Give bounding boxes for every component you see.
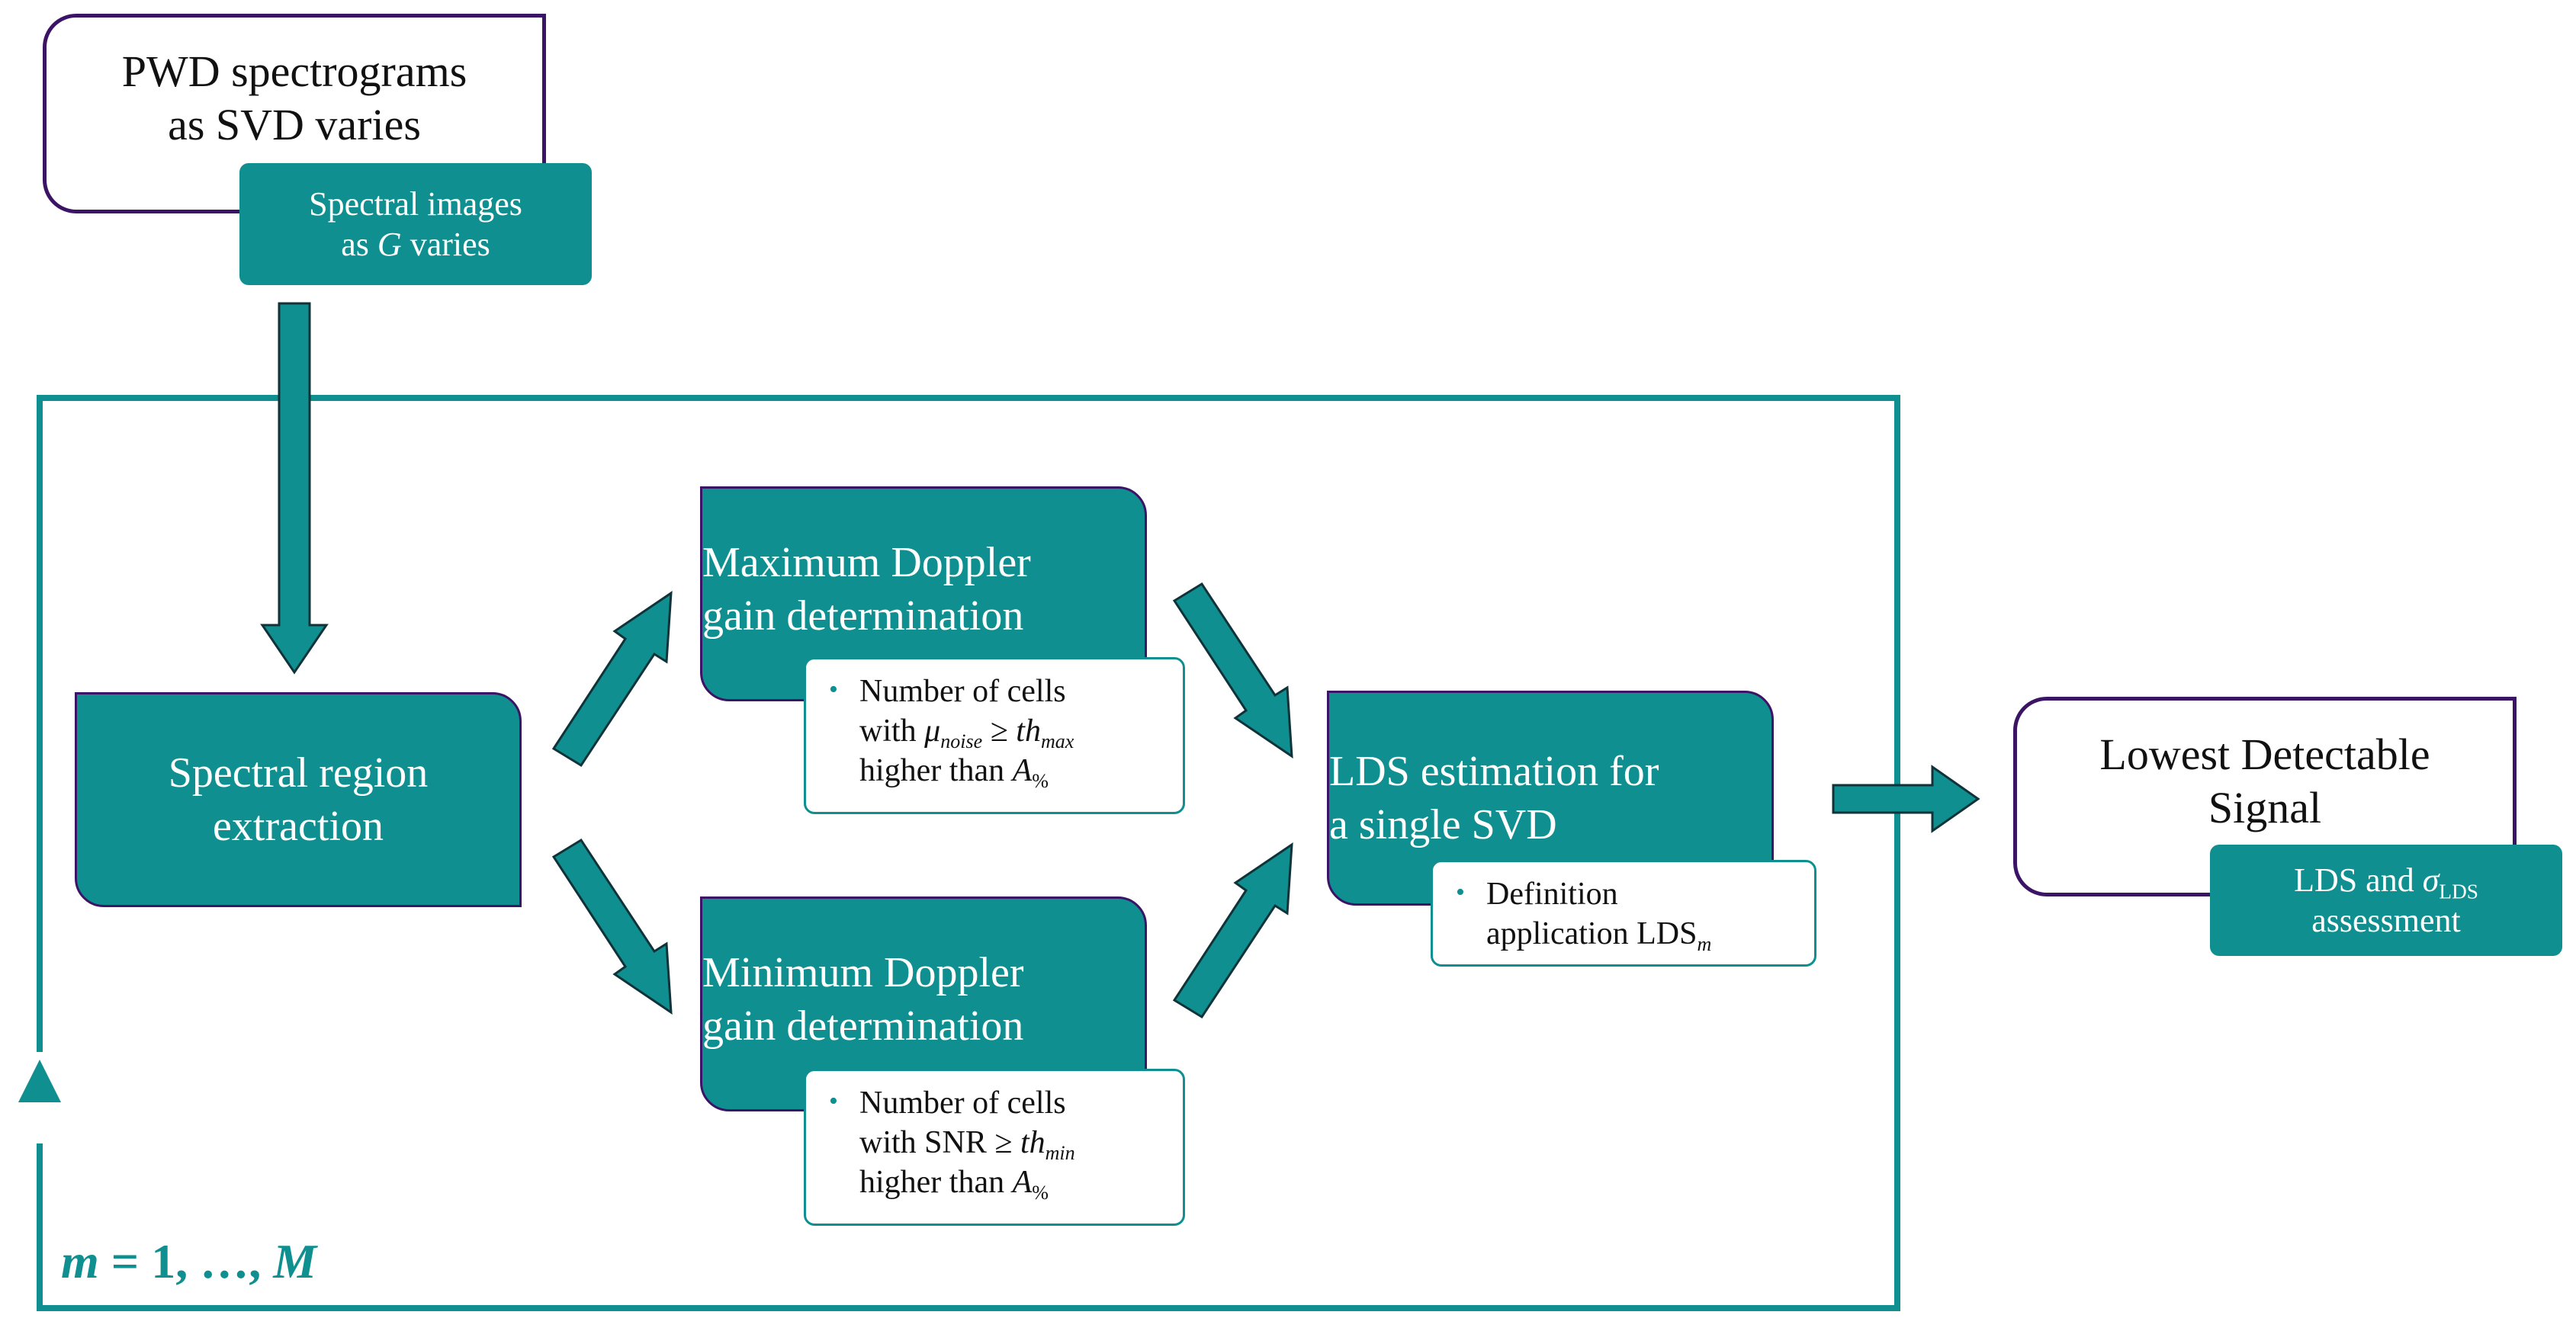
extraction-line2: extraction (213, 803, 384, 850)
arrow-input-to-extraction (260, 302, 329, 675)
max-gain-line2: gain determination (702, 592, 1024, 640)
output-tag-line2: assessment (2311, 902, 2461, 939)
max-gain-note: • Number of cells with μnoise ≥ thmax hi… (804, 657, 1185, 814)
max-gain-note-line3: higher than A% (859, 753, 1049, 793)
arrow-lds-to-output (1832, 765, 1980, 833)
max-gain-line1: Maximum Doppler (702, 539, 1031, 586)
input-title-line1: PWD spectrograms (121, 47, 467, 96)
min-gain-line1: Minimum Doppler (702, 949, 1024, 996)
max-gain-bullet: • (829, 675, 838, 704)
output-tag-line1: LDS and σLDS (2294, 861, 2478, 903)
lds-estimation-note: • Definition application LDSm (1431, 860, 1816, 967)
min-gain-note-line3: higher than A% (859, 1165, 1049, 1204)
input-title-line2: as SVD varies (168, 100, 421, 149)
max-gain-note-line1: Number of cells (859, 674, 1066, 709)
min-gain-note-line2: with SNR ≥ thmin (859, 1125, 1075, 1165)
lds-est-line1: LDS estimation for (1329, 748, 1659, 795)
lds-est-line2: a single SVD (1329, 801, 1557, 848)
extraction-line1: Spectral region (168, 749, 429, 797)
max-gain-note-line2: with μnoise ≥ thmax (859, 714, 1074, 753)
input-tag-line2: as G varies (341, 226, 490, 263)
min-gain-note: • Number of cells with SNR ≥ thmin highe… (804, 1069, 1185, 1226)
input-tag-line1: Spectral images (309, 185, 522, 223)
loop-frame (37, 395, 1900, 1311)
arrow-max-gain-to-lds (1172, 582, 1293, 759)
arrow-min-gain-to-lds (1172, 842, 1293, 1019)
lds-est-bullet: • (1456, 878, 1465, 906)
arrow-extraction-to-max-gain (551, 591, 673, 768)
loop-return-arrowhead (18, 1060, 61, 1102)
min-gain-bullet: • (829, 1087, 838, 1115)
loop-label: m = 1, …, M (61, 1234, 317, 1288)
output-assessment-tag: LDS and σLDS assessment (2210, 845, 2562, 956)
variable-g: G (377, 226, 402, 263)
output-title-line1: Lowest Detectable (2099, 730, 2430, 779)
min-gain-note-line1: Number of cells (859, 1086, 1066, 1121)
lds-est-note-line2: application LDSm (1486, 916, 1712, 956)
arrow-extraction-to-min-gain (551, 838, 673, 1015)
output-title-line2: Signal (2208, 783, 2322, 832)
extraction-box: Spectral region extraction (75, 692, 522, 907)
min-gain-line2: gain determination (702, 1002, 1024, 1050)
input-spectral-images-tag: Spectral images as G varies (239, 163, 592, 285)
lds-est-note-line1: Definition (1486, 877, 1618, 912)
